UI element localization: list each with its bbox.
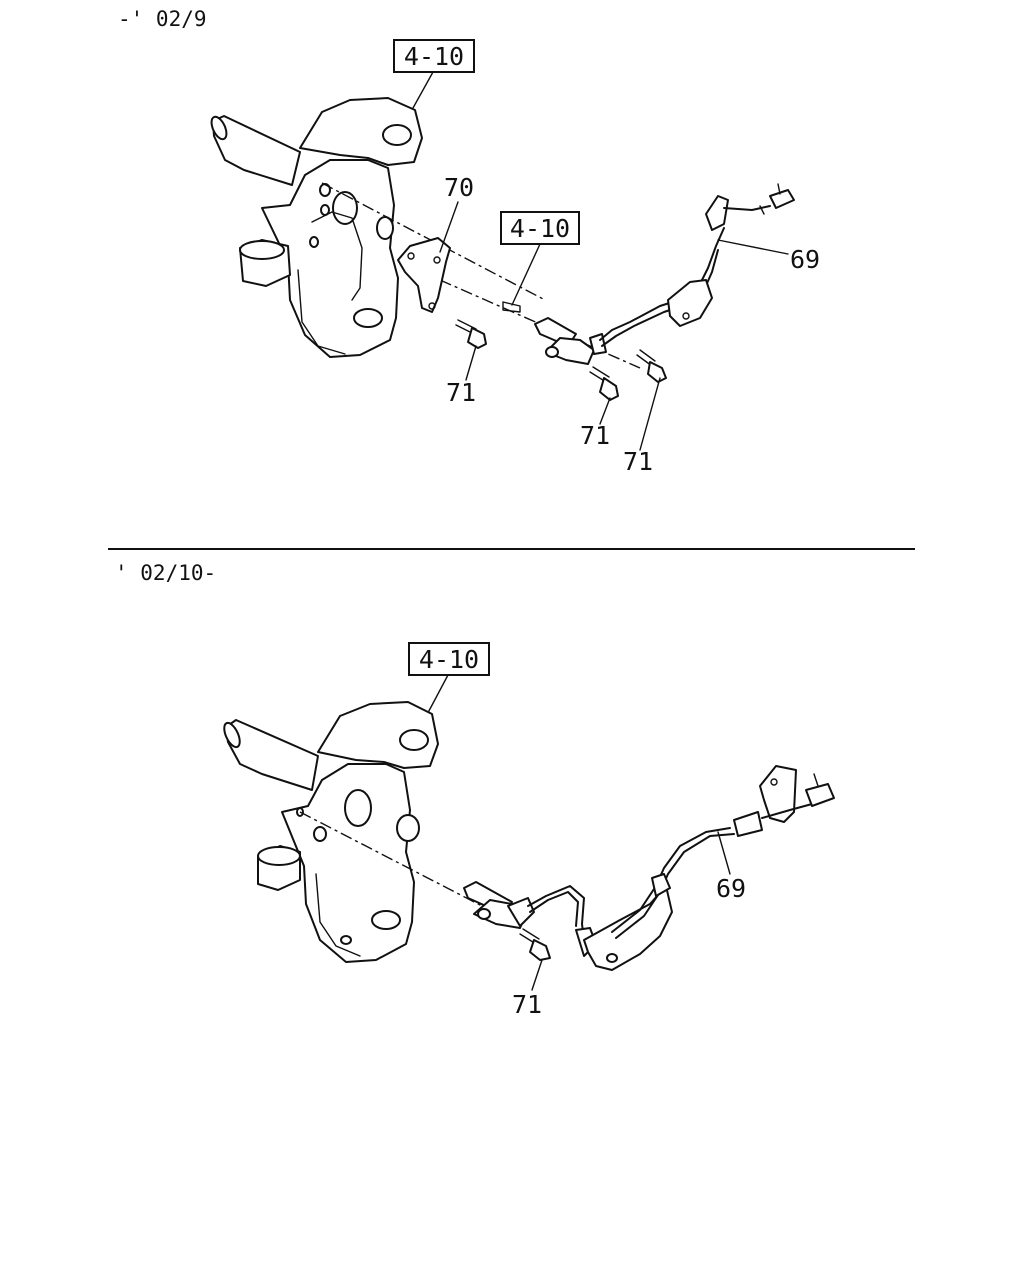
top-leader-71-c — [639, 377, 661, 451]
top-label-71-c: 71 — [623, 447, 653, 476]
top-label-70: 70 — [444, 173, 474, 202]
top-ref-box-1[interactable]: 4-10 — [393, 39, 475, 73]
bottom-range-label: ' 02/10- — [115, 561, 216, 585]
bottom-centerline — [299, 811, 483, 907]
bottom-leader-69 — [717, 831, 731, 875]
top-range-label: -' 02/9 — [118, 7, 207, 31]
bottom-label-69: 69 — [716, 874, 746, 903]
bottom-speed-sensor — [463, 881, 535, 929]
top-leader-71-a — [465, 345, 477, 381]
top-bolt-2 — [589, 366, 619, 401]
top-steering-knuckle — [210, 97, 423, 358]
top-leader-69 — [717, 239, 789, 255]
top-ref-2-leader — [511, 243, 541, 306]
bottom-ref-box[interactable]: 4-10 — [408, 642, 490, 676]
top-leader-70 — [439, 201, 459, 253]
top-ref-2-text: 4-10 — [510, 214, 570, 243]
top-sensor-bracket — [397, 237, 451, 313]
top-pin — [502, 301, 521, 313]
bottom-sensor-harness — [527, 765, 835, 971]
bottom-label-71: 71 — [512, 990, 542, 1019]
top-bolt-3 — [636, 349, 667, 383]
top-ref-box-2[interactable]: 4-10 — [500, 211, 580, 245]
top-sensor-harness — [599, 183, 795, 347]
bottom-leader-71 — [531, 959, 543, 991]
top-leader-71-b — [599, 397, 611, 425]
top-bolt-1 — [455, 319, 487, 349]
top-ref-1-text: 4-10 — [404, 42, 464, 71]
bottom-steering-knuckle — [223, 701, 439, 963]
top-label-71-b: 71 — [580, 421, 610, 450]
bottom-ref-text: 4-10 — [419, 645, 479, 674]
top-label-71-a: 71 — [446, 378, 476, 407]
top-label-69: 69 — [790, 245, 820, 274]
top-speed-sensor — [534, 317, 607, 365]
bottom-bolt — [519, 928, 551, 961]
